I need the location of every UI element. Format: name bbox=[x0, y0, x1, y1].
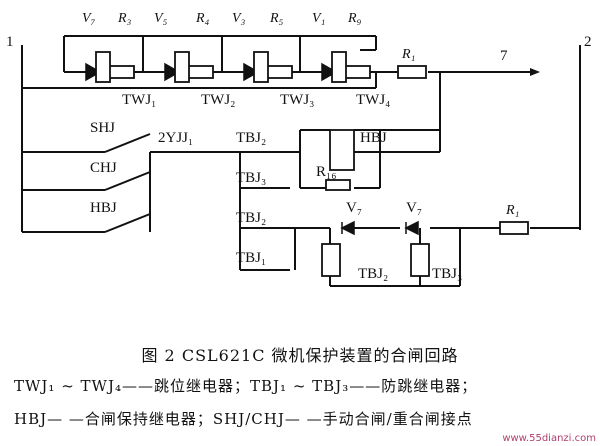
label-tbj2-coil: TBJ₂ bbox=[358, 266, 388, 282]
resistor-r1-top bbox=[397, 65, 427, 79]
coil-tbj2 bbox=[321, 243, 341, 277]
resistor-r1-bottom bbox=[499, 221, 529, 235]
label-hbj-contact: HBJ bbox=[90, 200, 117, 216]
label-chj: CHJ bbox=[90, 160, 117, 176]
coil-tbj3 bbox=[410, 243, 430, 277]
diode-bottom-right-icon bbox=[404, 220, 419, 236]
coil-twj1 bbox=[95, 51, 111, 83]
legend-line-2: HBJ— —合闸保持继电器；SHJ/CHJ— —手动合闸/重合闸接点 bbox=[14, 410, 473, 428]
label-v1: V₁ bbox=[312, 11, 325, 26]
coil-twj3 bbox=[253, 51, 269, 83]
resistor-r16 bbox=[325, 179, 351, 191]
label-hbj-coil: HBJ bbox=[360, 130, 387, 146]
label-r3: R₃ bbox=[117, 11, 132, 26]
label-shj: SHJ bbox=[90, 120, 115, 136]
arrow-node-7-icon bbox=[530, 68, 540, 76]
label-r1-bottom: R₁ bbox=[505, 203, 519, 218]
resistor-r4 bbox=[186, 65, 214, 79]
label-2yjj1: 2YJJ₁ bbox=[158, 130, 193, 146]
label-v7: V₇ bbox=[82, 11, 96, 26]
diode-bottom-left-icon bbox=[340, 220, 355, 236]
diode-v1-icon bbox=[321, 62, 338, 82]
coil-hbj bbox=[329, 129, 355, 171]
diode-v5-icon bbox=[164, 62, 181, 82]
label-v3: V₃ bbox=[232, 11, 246, 26]
watermark: www.55dianzi.com bbox=[502, 433, 596, 444]
coil-twj4 bbox=[331, 51, 347, 83]
label-twj4: TWJ₄ bbox=[356, 92, 390, 108]
label-tbj2-lower: TBJ₂ bbox=[236, 210, 266, 226]
label-twj3: TWJ₃ bbox=[280, 92, 314, 108]
legend-line-1: TWJ₁ ~ TWJ₄——跳位继电器；TBJ₁ ~ TBJ₃——防跳继电器； bbox=[14, 377, 478, 395]
figure-caption: 图 2 CSL621C 微机保护装置的合闸回路 bbox=[141, 346, 459, 365]
node-2-label: 2 bbox=[584, 34, 592, 50]
label-r1-top: R₁ bbox=[401, 47, 415, 62]
label-tbj3-upper: TBJ₃ bbox=[236, 170, 266, 186]
node-1-label: 1 bbox=[6, 34, 14, 50]
label-twj2: TWJ₂ bbox=[201, 92, 235, 108]
label-tbj2-upper: TBJ₂ bbox=[236, 130, 266, 146]
diode-v3-icon bbox=[243, 62, 260, 82]
label-v7-bottom-right: V₇ bbox=[406, 200, 422, 216]
resistor-r9 bbox=[343, 65, 371, 79]
diode-v7-icon bbox=[85, 62, 102, 82]
resistor-r5 bbox=[265, 65, 293, 79]
label-twj1: TWJ₁ bbox=[122, 92, 156, 108]
label-v5: V₅ bbox=[154, 11, 168, 26]
label-tbj3-coil: TBJ₃ bbox=[432, 266, 462, 282]
resistor-r3 bbox=[107, 65, 135, 79]
label-v7-bottom-left: V₇ bbox=[346, 200, 362, 216]
label-r16: R₁₆ bbox=[316, 164, 336, 180]
label-r5: R₅ bbox=[269, 11, 284, 26]
coil-twj2 bbox=[174, 51, 190, 83]
closing-circuit-diagram: V₇ R₃ V₅ R₄ V₃ R₅ V₁ R₉ R₁ R₁ 1 2 7 TWJ₁… bbox=[6, 11, 592, 287]
label-r4: R₄ bbox=[195, 11, 210, 26]
node-7-label: 7 bbox=[500, 48, 508, 64]
label-r9: R₉ bbox=[347, 11, 362, 26]
label-tbj1-lower: TBJ₁ bbox=[236, 250, 266, 266]
